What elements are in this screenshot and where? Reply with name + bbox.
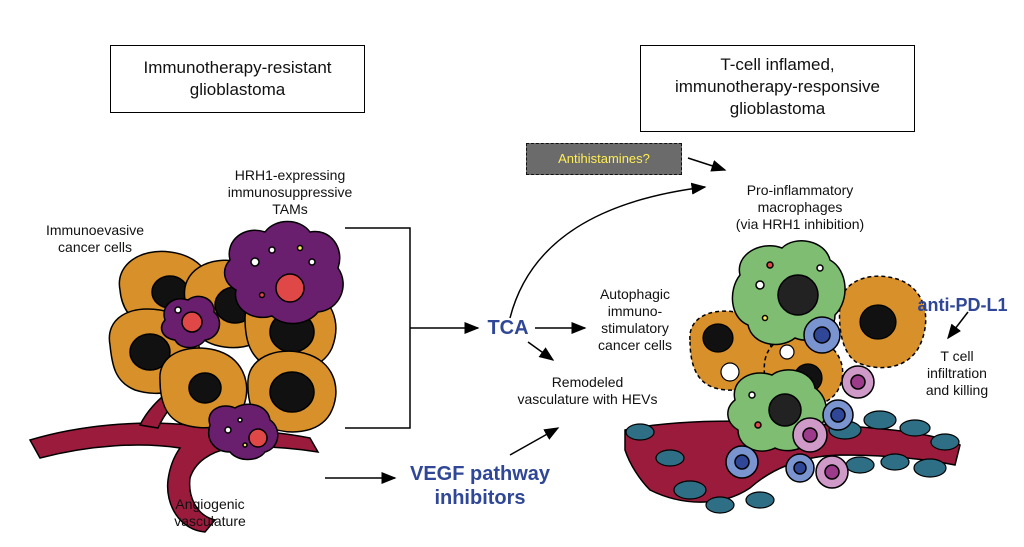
arrows xyxy=(325,157,969,484)
left-title-box: Immunotherapy-resistant glioblastoma xyxy=(110,45,365,113)
right-tumor xyxy=(624,240,961,514)
tca-label: TCA xyxy=(487,317,529,339)
tams-label: HRH1-expressing immunosuppressive TAMs xyxy=(227,167,353,217)
tams xyxy=(160,220,344,461)
anti-pdl1-label: anti-PD-L1 xyxy=(917,295,1008,315)
vegf-label: VEGF pathway inhibitors xyxy=(409,463,551,509)
right-title-line3: glioblastoma xyxy=(729,99,826,118)
antihistamines-box: Antihistamines? xyxy=(526,143,682,175)
cancer-cells-label: Immunoevasive cancer cells xyxy=(45,222,145,255)
left-tumor xyxy=(28,220,344,533)
tcell-killing-label: T cell infiltration and killing xyxy=(925,348,989,398)
remodeled-label: Remodeled vasculature with HEVs xyxy=(517,374,658,407)
left-title-line2: glioblastoma xyxy=(189,80,286,99)
left-title-line1: Immunotherapy-resistant xyxy=(143,58,332,77)
bracket-lines xyxy=(345,227,411,429)
autophagic-label: Autophagic immuno- stimulatory cancer ce… xyxy=(598,286,672,353)
right-title-line2: immunotherapy-responsive xyxy=(674,77,881,96)
endothelial-cells xyxy=(625,410,960,514)
proinflammatory-label: Pro-inflammatory macrophages (via HRH1 i… xyxy=(735,182,865,232)
right-title-box: T-cell inflamed, immunotherapy-responsiv… xyxy=(640,45,915,132)
angiogenic-label: Angiogenic vasculature xyxy=(174,496,246,529)
t-cells xyxy=(725,316,875,489)
right-title-line1: T-cell inflamed, xyxy=(720,55,835,74)
